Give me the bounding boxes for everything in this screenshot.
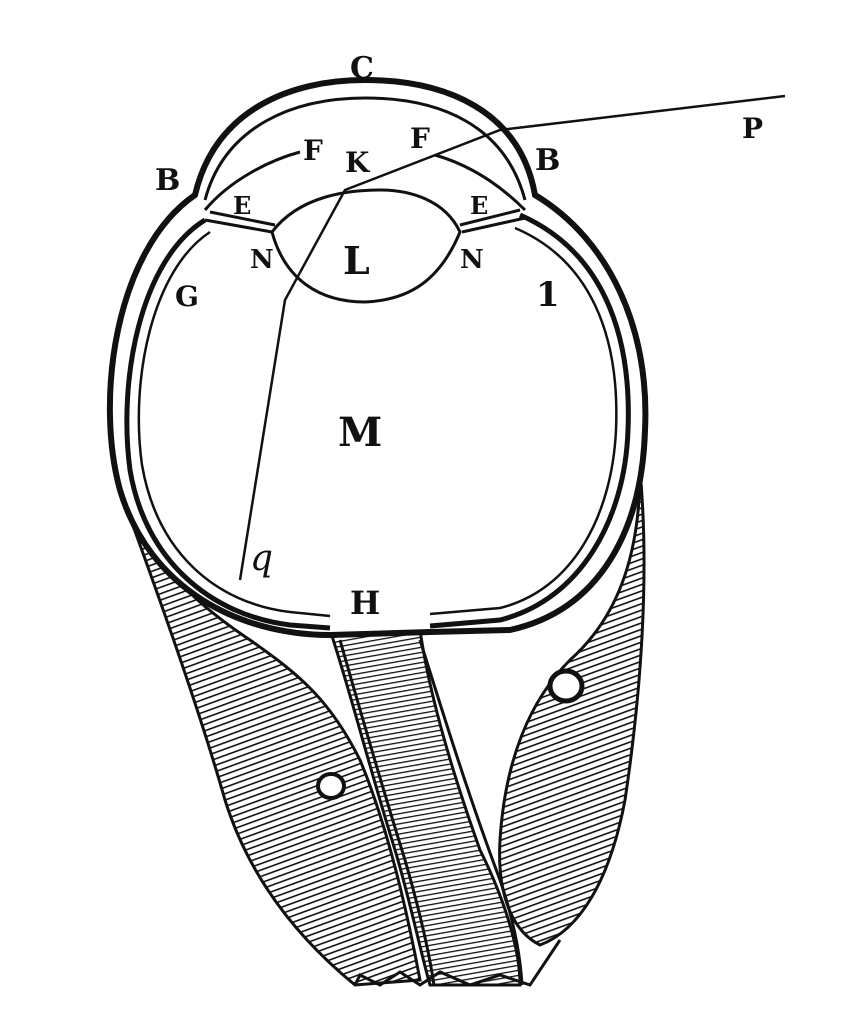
right-muscle bbox=[498, 469, 646, 947]
light-ray bbox=[238, 94, 786, 581]
label-q: q bbox=[250, 538, 273, 579]
left-muscle bbox=[118, 489, 422, 987]
label-n-right: N bbox=[460, 245, 484, 275]
label-h: H bbox=[350, 584, 380, 622]
label-n-left: N bbox=[250, 245, 274, 275]
optic-nerve bbox=[327, 628, 522, 987]
label-e-left: E bbox=[233, 191, 251, 220]
iris-arc-left bbox=[203, 150, 301, 211]
label-c: C bbox=[350, 51, 374, 86]
label-m: M bbox=[338, 409, 382, 456]
retina-layer bbox=[137, 226, 618, 618]
label-i: 1 bbox=[536, 275, 560, 315]
nerve-sheath-line-2 bbox=[338, 639, 436, 986]
muscle-base bbox=[353, 939, 562, 987]
crystalline-lens bbox=[270, 188, 462, 304]
label-g: G bbox=[175, 280, 199, 313]
label-k: K bbox=[345, 146, 371, 179]
label-f-right: F bbox=[410, 122, 430, 155]
muscle-oval-right bbox=[547, 668, 585, 704]
label-b-right: B bbox=[535, 143, 560, 178]
label-l: L bbox=[343, 238, 370, 283]
muscle-oval-left bbox=[316, 772, 346, 800]
label-f-left: F bbox=[303, 134, 323, 167]
nerve-sheath-line bbox=[418, 639, 524, 986]
label-e-right: E bbox=[470, 191, 488, 220]
cornea-inner bbox=[203, 96, 527, 201]
sclera-outer bbox=[106, 76, 649, 639]
iris-left bbox=[204, 210, 276, 234]
iris-arc-right bbox=[434, 153, 527, 212]
label-p: P bbox=[742, 112, 763, 145]
choroid-layer bbox=[124, 212, 631, 631]
iris-right bbox=[459, 208, 526, 234]
label-b-left: B bbox=[155, 163, 180, 198]
